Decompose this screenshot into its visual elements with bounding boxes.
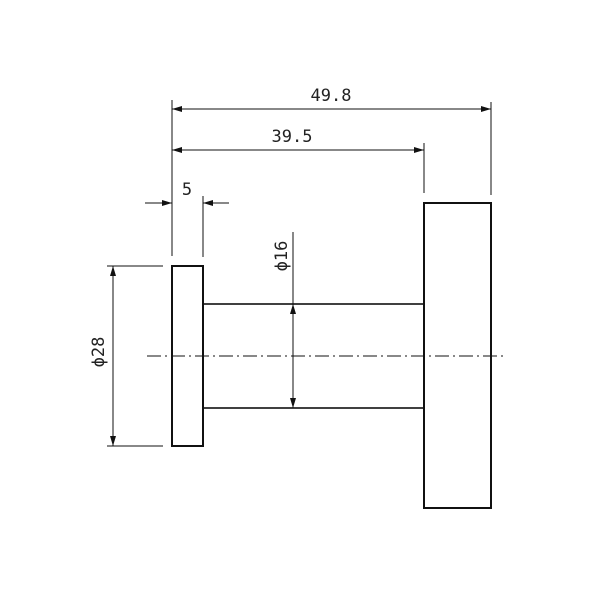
dim-flange-thickness: 5 (182, 180, 192, 200)
dim-overall-length: 49.8 (311, 86, 352, 106)
right-disc (423, 202, 492, 509)
extension-lines (107, 100, 492, 447)
dim-flange-diameter: ϕ28 (89, 337, 109, 368)
dim-shaft-diameter: ϕ16 (272, 241, 292, 272)
dim-body-length: 39.5 (272, 127, 313, 147)
